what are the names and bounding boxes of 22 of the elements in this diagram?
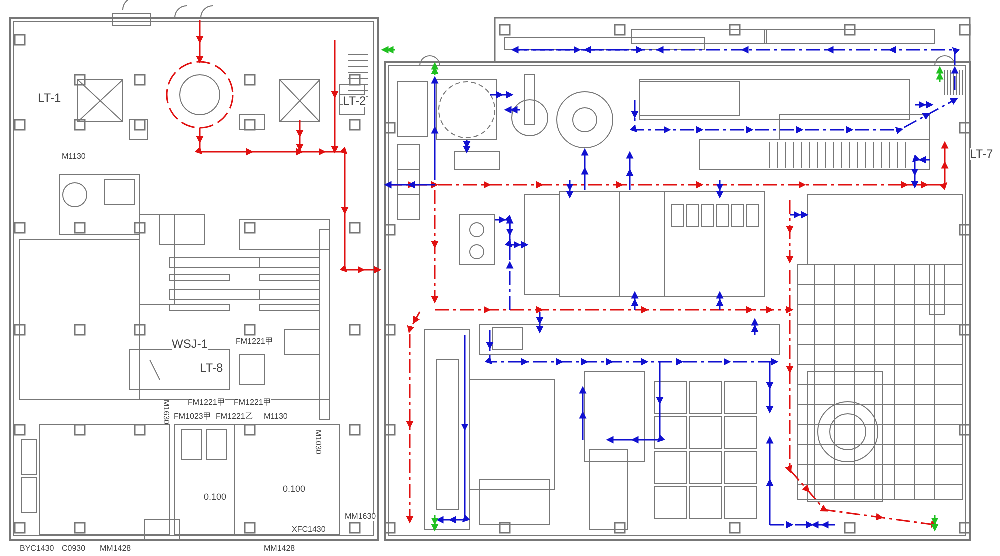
window-label: C0930 (62, 545, 86, 553)
elevation-label: 0.100 (283, 485, 306, 494)
door-label: FM1221甲 (234, 399, 272, 407)
window-label: BYC1430 (20, 545, 54, 553)
door-label: MM1428 (100, 545, 132, 553)
door-label: FM1221甲 (188, 399, 226, 407)
door-label: FM1221甲 (236, 338, 274, 346)
stair-label: LT-8 (200, 362, 224, 374)
door-label: XFC1430 (292, 526, 326, 534)
door-label: M1130 (264, 413, 288, 421)
door-label: M1630 (162, 400, 170, 424)
door-label: FM1023甲 (174, 413, 212, 421)
room-label: WSJ-1 (172, 338, 208, 350)
stair-label: LT-7 (970, 148, 994, 160)
door-label: FM1221乙 (216, 413, 254, 421)
door-label: M1130 (62, 153, 86, 161)
door-label: MM1428 (264, 545, 296, 553)
stair-label: LT-2 (343, 95, 366, 107)
door-label: MM1630 (345, 513, 376, 521)
stair-label: LT-1 (38, 92, 62, 104)
door-label: M1030 (314, 430, 322, 454)
elevation-label: 0.100 (204, 493, 227, 502)
